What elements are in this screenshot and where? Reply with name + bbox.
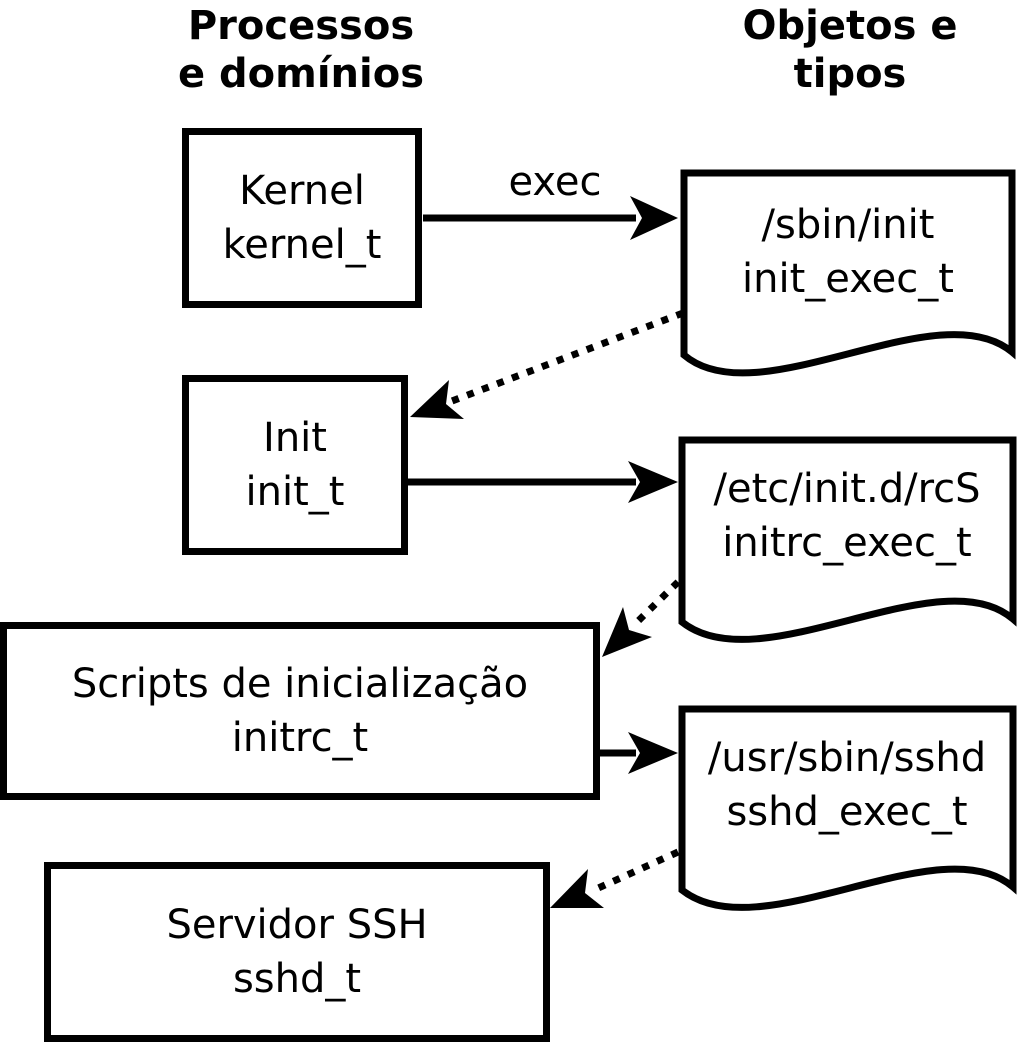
column-header-objects-line1: Objetos e <box>742 3 958 49</box>
process-name: Kernel <box>239 168 365 214</box>
process-type: kernel_t <box>222 222 382 268</box>
solid-arrowhead-scripts-to-sshd <box>628 732 678 774</box>
object-path: /etc/init.d/rcS <box>713 466 981 512</box>
dotted-arrow-sshd-to-servidor <box>592 848 680 894</box>
object-type: initrc_exec_t <box>722 520 972 566</box>
column-header-processes-line2: e domínios <box>177 51 425 97</box>
column-header-processes-line1: Processos <box>187 3 415 49</box>
process-name: Servidor SSH <box>166 902 428 948</box>
object-path: /sbin/init <box>761 202 935 248</box>
object-type: sshd_exec_t <box>726 789 968 835</box>
process-type: initrc_t <box>231 715 369 761</box>
dotted-arrowhead-rcs-to-scripts <box>602 607 652 657</box>
column-header-objects-line2: tipos <box>793 51 907 97</box>
dotted-arrow-rcs-to-scripts <box>631 579 681 628</box>
process-type: init_t <box>245 469 345 515</box>
document-shape-sbin-init <box>680 169 1016 377</box>
object-label-sbin-init: /sbin/init init_exec_t <box>680 198 1016 306</box>
process-box-init: Init init_t <box>182 375 408 555</box>
object-label-usr-sbin-sshd: /usr/sbin/sshd sshd_exec_t <box>678 731 1016 839</box>
process-name: Scripts de inicialização <box>71 661 529 707</box>
document-shape-etc-initd-rcs <box>678 436 1017 643</box>
process-name: Init <box>263 415 327 461</box>
process-type: sshd_t <box>232 956 362 1002</box>
document-shape-usr-sbin-sshd <box>678 705 1017 911</box>
column-header-processes: Processos e domínios <box>151 2 451 98</box>
solid-arrowhead-init-to-rcs <box>628 461 678 503</box>
object-label-etc-initd-rcs: /etc/init.d/rcS initrc_exec_t <box>678 462 1016 570</box>
process-box-initscripts: Scripts de inicialização initrc_t <box>0 622 600 800</box>
dotted-arrow-sbininit-to-init <box>450 309 685 405</box>
dotted-arrowhead-sbininit-to-init <box>410 380 464 419</box>
column-header-objects: Objetos e tipos <box>700 2 1000 98</box>
solid-arrowhead-kernel-to-sbininit <box>630 196 678 240</box>
process-box-ssh-server: Servidor SSH sshd_t <box>44 862 550 1042</box>
process-box-kernel: Kernel kernel_t <box>182 128 422 308</box>
object-path: /usr/sbin/sshd <box>707 735 987 781</box>
exec-arrow-label: exec <box>508 159 602 205</box>
object-type: init_exec_t <box>742 256 954 302</box>
dotted-arrowhead-sshd-to-servidor <box>550 869 604 908</box>
